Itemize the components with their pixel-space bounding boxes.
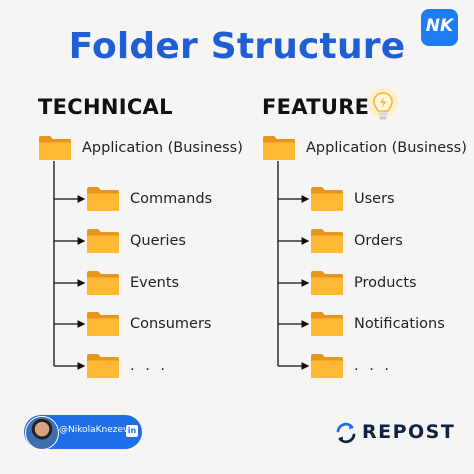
folder-icon bbox=[263, 136, 295, 160]
linkedin-icon: in bbox=[126, 425, 138, 437]
folder-icon bbox=[87, 354, 119, 378]
folder-icon bbox=[311, 229, 343, 253]
feature-heading: FEATURE bbox=[262, 95, 370, 119]
lightbulb-icon bbox=[368, 88, 398, 120]
folder-label: Users bbox=[354, 191, 395, 207]
folder-label: Events bbox=[130, 275, 180, 291]
author-profile-link[interactable]: @NikolaKnezevic in bbox=[24, 415, 142, 450]
folder-icon bbox=[87, 229, 119, 253]
technical-root-label: Application (Business) bbox=[82, 140, 243, 156]
folder-label: . . . bbox=[130, 358, 169, 374]
folder-icon bbox=[39, 136, 71, 160]
folder-icon bbox=[311, 271, 343, 295]
folder-label: . . . bbox=[354, 358, 393, 374]
folder-icon bbox=[311, 187, 343, 211]
folder-icon bbox=[311, 312, 343, 336]
feature-root-label: Application (Business) bbox=[306, 140, 467, 156]
folder-label: Orders bbox=[354, 233, 403, 249]
page-title: Folder Structure bbox=[68, 26, 406, 67]
brand-logo-text: NK bbox=[425, 16, 454, 36]
folder-label: Consumers bbox=[130, 316, 212, 332]
author-handle: @NikolaKnezevic bbox=[59, 425, 136, 435]
folder-icon bbox=[87, 312, 119, 336]
repost-label: REPOST bbox=[362, 421, 456, 443]
folder-label: Products bbox=[354, 275, 417, 291]
folder-icon bbox=[311, 354, 343, 378]
folder-icon bbox=[87, 187, 119, 211]
folder-icon bbox=[87, 271, 119, 295]
avatar bbox=[25, 416, 59, 450]
folder-label: Commands bbox=[130, 191, 213, 207]
technical-heading: TECHNICAL bbox=[38, 95, 173, 119]
brand-logo: NK bbox=[421, 9, 458, 46]
folder-label: Queries bbox=[130, 233, 186, 249]
folder-label: Notifications bbox=[354, 316, 445, 332]
repost-icon bbox=[336, 422, 356, 444]
